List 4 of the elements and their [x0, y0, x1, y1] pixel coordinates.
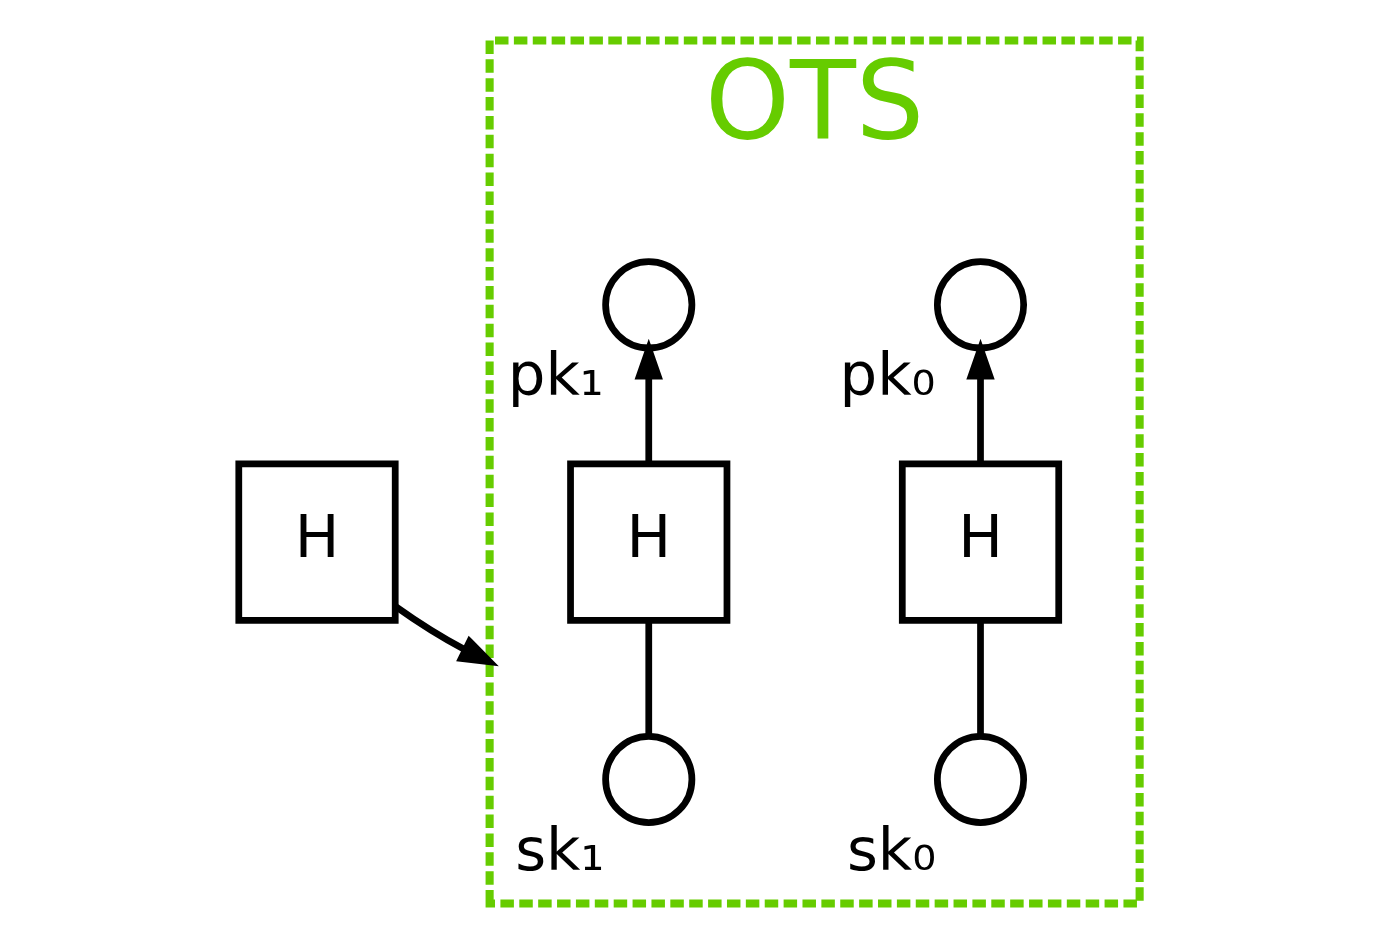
node-label: sk₁	[514, 815, 604, 885]
node-label: pk₁	[507, 340, 604, 410]
node-label: pk₀	[839, 340, 935, 410]
node-label: sk₀	[846, 815, 936, 885]
